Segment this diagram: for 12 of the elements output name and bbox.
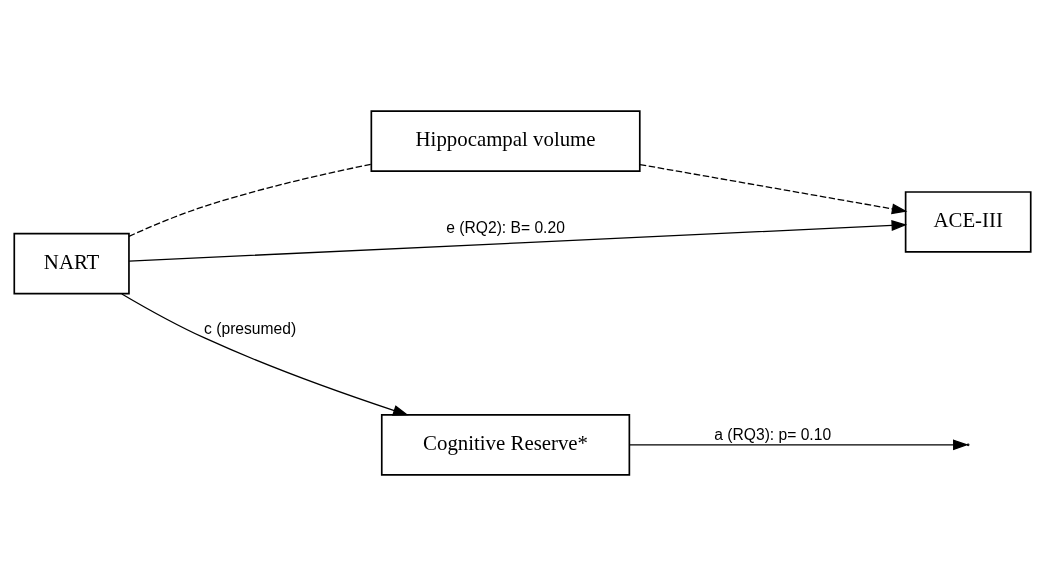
edge-label: a (RQ3): p= 0.10 [714,425,832,443]
arrow [128,219,908,262]
node-box: Hippocampal volume [370,109,641,172]
connector [128,163,372,237]
arrow [628,438,969,450]
node-box: NART [13,232,130,294]
edge-label: c (presumed) [204,319,297,337]
node-box: ACE-III [904,190,1032,253]
arrow [639,163,908,214]
arrow [121,292,409,416]
edge-label: e (RQ2): B= 0.20 [446,218,565,236]
node-box: Cognitive Reserve* [380,413,631,476]
